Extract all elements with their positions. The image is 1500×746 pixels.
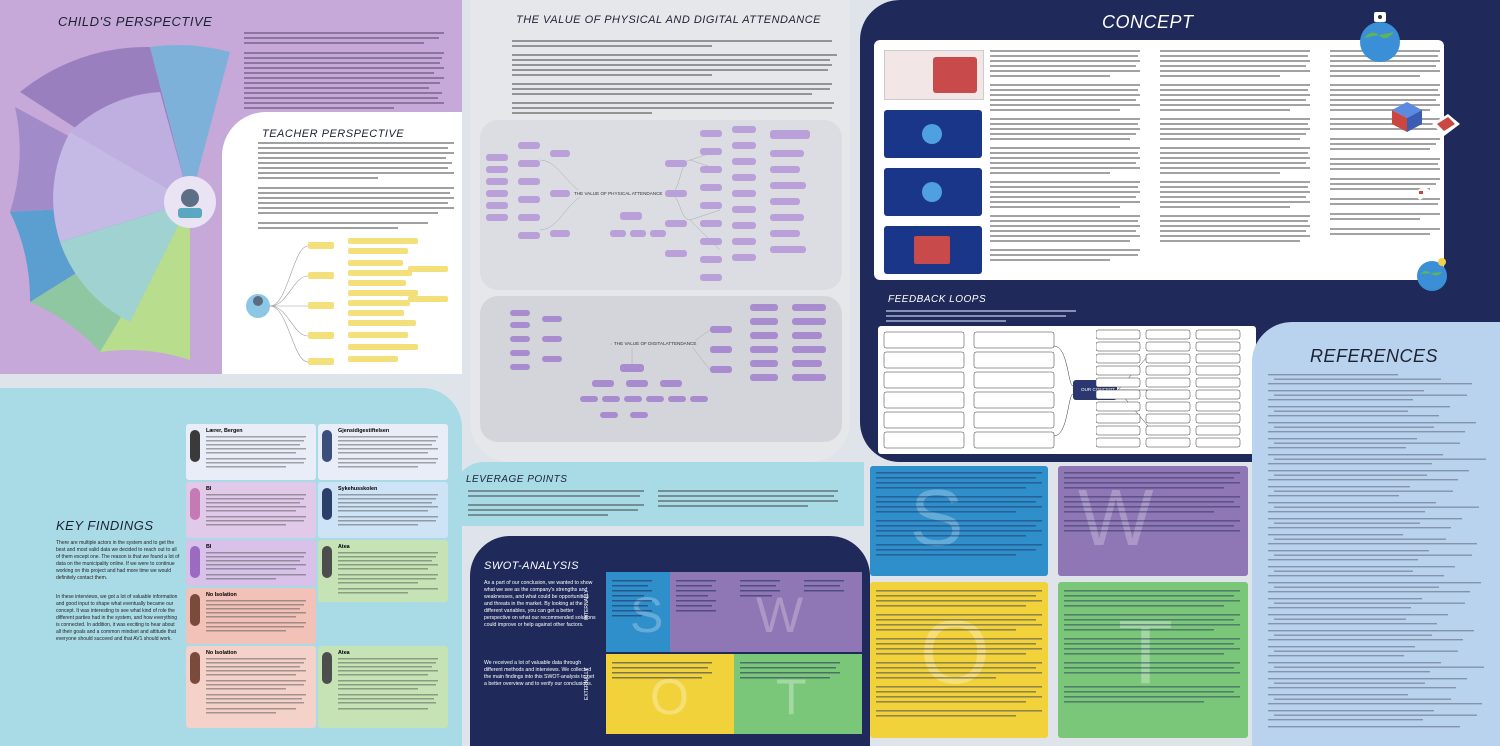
key-findings-text: There are multiple actors in the system … bbox=[56, 540, 180, 581]
references-panel bbox=[1252, 322, 1500, 746]
feedback-loops-outcomes bbox=[1095, 328, 1256, 452]
swot-title: SWOT-ANALYSIS bbox=[484, 560, 579, 572]
leverage-text-lines bbox=[468, 490, 848, 525]
earth-illustration bbox=[1410, 252, 1454, 296]
key-findings-title: KEY FINDINGS bbox=[56, 518, 154, 533]
teacher-mindmap bbox=[238, 236, 458, 370]
swot-detail-s: S bbox=[870, 466, 1048, 576]
concept-title: CONCEPT bbox=[1102, 12, 1194, 32]
childs-perspective-title: CHILD'S PERSPECTIVE bbox=[58, 14, 213, 29]
swot-detail-t: T bbox=[1058, 582, 1248, 738]
childs-fan-diagram bbox=[8, 42, 234, 362]
leverage-points-panel bbox=[454, 462, 864, 526]
feedback-intro-lines bbox=[886, 310, 1086, 329]
references-title: REFERENCES bbox=[1310, 346, 1439, 366]
teacher-text-lines bbox=[258, 142, 454, 237]
interview-name: No Isolation bbox=[206, 650, 237, 656]
value-text-lines bbox=[512, 40, 842, 125]
swot-axis-internally: INTERNALLY bbox=[584, 589, 590, 620]
swot-detail-letter-s: S bbox=[910, 473, 964, 562]
interview-name: Atea bbox=[338, 544, 350, 550]
concept-screen-1 bbox=[884, 50, 984, 100]
interview-card-gjensidige: Gjensidigestiftelsen bbox=[318, 424, 448, 480]
swot-intro-2: We received a lot of valuable data throu… bbox=[484, 660, 595, 687]
digital-center-label: THE VALUE OF DIGITALATTENDANCE bbox=[612, 340, 699, 347]
interview-card-bi-2: BI bbox=[186, 540, 316, 586]
our-concept-label: OUR CONCEPT bbox=[1081, 387, 1115, 392]
interview-card-no-isolation-1: No Isolation bbox=[186, 588, 316, 644]
swot-detail-w: W bbox=[1058, 466, 1248, 576]
interview-card-sykehusskolen: Sykehusskolen bbox=[318, 482, 448, 538]
interview-name: BI bbox=[206, 544, 212, 550]
interview-name: Lærer, Bergen bbox=[206, 428, 243, 434]
swot-grid: S W O T bbox=[606, 572, 862, 734]
interview-name: Gjensidigestiftelsen bbox=[338, 428, 390, 434]
swot-detail-letter-t: T bbox=[1118, 603, 1173, 703]
swot-detail-o: O bbox=[870, 582, 1048, 738]
concept-screen-3 bbox=[884, 168, 982, 216]
concept-screen-4 bbox=[884, 226, 982, 274]
childs-text-lines bbox=[244, 32, 449, 133]
tablet-illustration bbox=[1428, 110, 1462, 140]
interview-name: No Isolation bbox=[206, 592, 237, 598]
value-attendance-title: THE VALUE OF PHYSICAL AND DIGITAL ATTEND… bbox=[516, 14, 822, 26]
interview-card-laerer: Lærer, Bergen bbox=[186, 424, 316, 480]
globe-robot-illustration bbox=[1350, 8, 1410, 64]
teacher-perspective-title: TEACHER PERSPECTIVE bbox=[262, 128, 405, 140]
interview-card-bi-1: BI bbox=[186, 482, 316, 538]
swot-detail-letter-w: W bbox=[1078, 473, 1154, 562]
swot-intro: As a part of our conclusion, we wanted t… bbox=[484, 580, 596, 628]
teacher-perspective-panel bbox=[222, 112, 462, 374]
key-findings-text-2: In these interviews, we got a lot of val… bbox=[56, 594, 178, 642]
interview-name: BI bbox=[206, 486, 212, 492]
swot-detail-lines bbox=[876, 472, 1248, 739]
interview-name: Atea bbox=[338, 650, 350, 656]
interview-name: Sykehusskolen bbox=[338, 486, 378, 492]
references-lines bbox=[1268, 374, 1490, 743]
swot-detail-letter-o: O bbox=[920, 602, 990, 705]
device-illustration bbox=[1410, 182, 1434, 204]
interview-card-atea-2: Atea bbox=[318, 646, 448, 728]
interview-card-atea-1: Atea bbox=[318, 540, 448, 602]
concept-screen-2 bbox=[884, 110, 982, 158]
swot-axis-externally: EXTERNALLY bbox=[584, 667, 590, 700]
digital-attendance-diagram: THE VALUE OF DIGITALATTENDANCE bbox=[480, 296, 842, 442]
cube-illustration bbox=[1390, 100, 1424, 134]
feedback-loops-title: FEEDBACK LOOPS bbox=[888, 294, 987, 305]
leverage-points-title: LEVERAGE POINTS bbox=[466, 474, 568, 485]
physical-attendance-diagram: THE VALUE OF PHYSICAL ATTENDANCE bbox=[480, 120, 842, 290]
concept-text-lines bbox=[990, 50, 1440, 280]
interview-card-no-isolation-2: No Isolation bbox=[186, 646, 316, 728]
physical-center-label: THE VALUE OF PHYSICAL ATTENDANCE bbox=[572, 190, 665, 197]
